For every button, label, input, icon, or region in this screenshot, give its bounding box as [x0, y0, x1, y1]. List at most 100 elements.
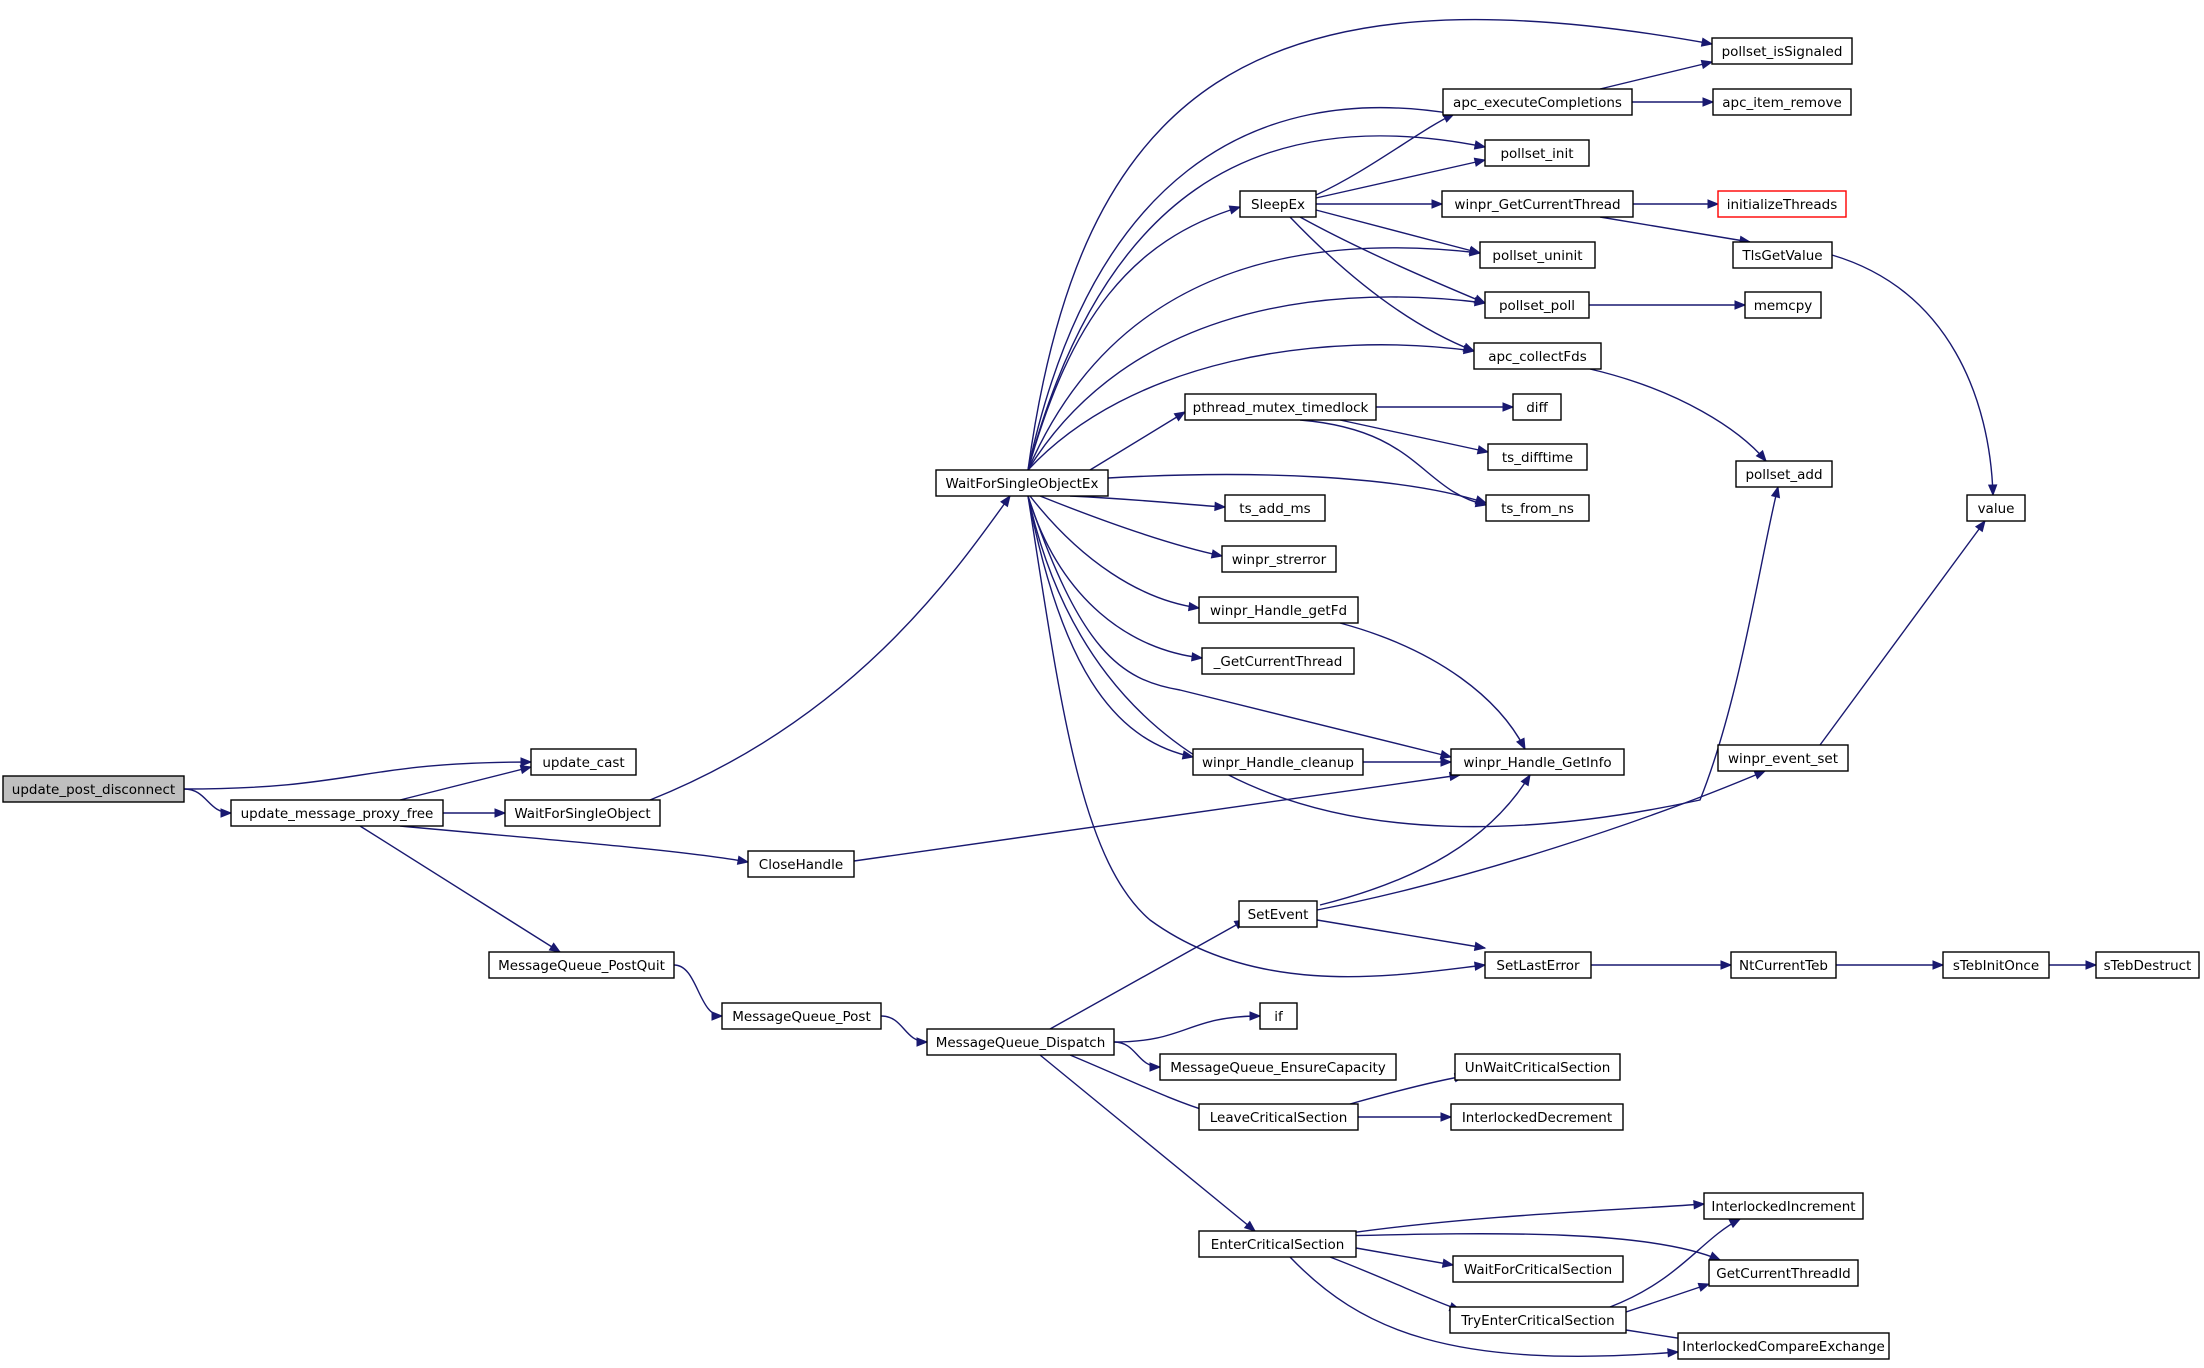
- call-edge-wait-for-single-object-ex-to-winpr-handle-get-info: [1027, 495, 1453, 760]
- node-wait-for-single-object[interactable]: WaitForSingleObject: [504, 799, 661, 827]
- node-s-teb-init-once[interactable]: sTebInitOnce: [1942, 951, 2050, 979]
- node-pollset-is-signaled[interactable]: pollset_isSignaled: [1711, 37, 1853, 65]
- call-edge-update-message-proxy-free-to-wait-for-single-object: [443, 808, 507, 818]
- node-winpr-event-set[interactable]: winpr_event_set: [1717, 744, 1849, 772]
- call-edge-leave-critical-section-to-interlocked-decrement: [1358, 1112, 1453, 1122]
- call-edge-wait-for-single-object-ex-to-pollset-is-signaled: [1027, 18, 1714, 471]
- call-edge-enter-critical-section-to-interlocked-compare-exchange: [1289, 1256, 1680, 1358]
- call-edge-pollset-poll-to-memcpy: [1589, 300, 1747, 310]
- node-set-event[interactable]: SetEvent: [1238, 900, 1318, 928]
- node-get-current-thread-id[interactable]: GetCurrentThreadId: [1708, 1259, 1859, 1287]
- node-label: NtCurrentTeb: [1739, 958, 1828, 974]
- call-edge-message-queue-post-to-message-queue-dispatch: [880, 1015, 929, 1047]
- call-edge-message-queue-dispatch-to-if: [1113, 1011, 1262, 1043]
- call-edge-wait-for-single-object-ex-to-pthread-mutex-timedlock: [1089, 411, 1187, 471]
- node-label: ts_add_ms: [1239, 501, 1310, 517]
- call-edge-tls-get-value-to-value: [1831, 254, 1998, 497]
- node-label: SetLastError: [1496, 958, 1580, 974]
- call-edge-set-last-error-to-nt-current-teb: [1591, 960, 1733, 970]
- node-interlocked-decrement[interactable]: InterlockedDecrement: [1450, 1103, 1624, 1131]
- node-diff[interactable]: diff: [1512, 393, 1562, 421]
- call-edge-winpr-handle-get-fd-to-winpr-handle-get-info: [1339, 622, 1526, 751]
- node-label: MessageQueue_PostQuit: [498, 958, 665, 974]
- call-edge-close-handle-to-winpr-handle-get-info: [853, 771, 1462, 862]
- node-pollset-add[interactable]: pollset_add: [1735, 460, 1833, 488]
- call-edge-sleep-ex-to-pollset-poll: [1299, 216, 1487, 304]
- call-edge-winpr-handle-cleanup-to-winpr-handle-get-info: [1363, 757, 1453, 767]
- call-edge-winpr-get-current-thread-to-initialize-threads: [1633, 199, 1720, 209]
- call-edge-update-message-proxy-free-to-update-cast: [399, 764, 533, 801]
- node-ts-difftime[interactable]: ts_difftime: [1487, 443, 1588, 471]
- node-ts-add-ms[interactable]: ts_add_ms: [1224, 494, 1326, 522]
- node-label: winpr_strerror: [1232, 552, 1327, 568]
- node-label: UnWaitCriticalSection: [1465, 1060, 1611, 1076]
- node-interlocked-increment[interactable]: InterlockedIncrement: [1703, 1192, 1864, 1220]
- call-edge-try-enter-critical-section-to-get-current-thread-id: [1625, 1282, 1711, 1313]
- node-label: apc_item_remove: [1722, 95, 1842, 111]
- node-wait-for-single-object-ex[interactable]: WaitForSingleObjectEx: [935, 469, 1109, 497]
- node-label: sTebDestruct: [2104, 958, 2192, 974]
- node-apc-collect-fds[interactable]: apc_collectFds: [1473, 342, 1602, 370]
- node-label: WaitForSingleObjectEx: [946, 476, 1099, 492]
- node-ts-from-ns[interactable]: ts_from_ns: [1485, 494, 1590, 522]
- node-label: TlsGetValue: [1741, 248, 1822, 264]
- node-pthread-mutex-timedlock[interactable]: pthread_mutex_timedlock: [1184, 393, 1377, 421]
- node-pollset-poll[interactable]: pollset_poll: [1484, 291, 1590, 319]
- node-memcpy[interactable]: memcpy: [1744, 291, 1822, 319]
- node-close-handle[interactable]: CloseHandle: [747, 850, 855, 878]
- node-nt-current-teb[interactable]: NtCurrentTeb: [1730, 951, 1837, 979]
- call-edge-wait-for-single-object-ex-to-winpr-handle-cleanup: [1027, 495, 1195, 760]
- call-edge-wait-for-single-object-ex-to-sleep-ex: [1027, 205, 1242, 471]
- node-message-queue-post-quit[interactable]: MessageQueue_PostQuit: [488, 951, 675, 979]
- node-if[interactable]: if: [1259, 1002, 1298, 1030]
- node-wait-for-critical-section[interactable]: WaitForCriticalSection: [1452, 1255, 1624, 1283]
- node-interlocked-compare-exchange[interactable]: InterlockedCompareExchange: [1677, 1332, 1890, 1360]
- call-edge-sleep-ex-to-winpr-get-current-thread: [1316, 199, 1444, 209]
- node-winpr-handle-get-info[interactable]: winpr_Handle_GetInfo: [1450, 748, 1625, 776]
- node-label: pollset_init: [1500, 146, 1573, 162]
- node-winpr-handle-get-fd[interactable]: winpr_Handle_getFd: [1198, 596, 1359, 624]
- call-edge-wait-for-single-object-ex-to-ts-add-ms: [1069, 495, 1227, 512]
- node-s-teb-destruct[interactable]: sTebDestruct: [2095, 951, 2200, 979]
- node-message-queue-ensure-capacity[interactable]: MessageQueue_EnsureCapacity: [1159, 1053, 1397, 1081]
- node-label: MessageQueue_Post: [732, 1009, 871, 1025]
- call-edge-wait-for-single-object-ex-to-get-current-thread: [1027, 495, 1204, 662]
- node-message-queue-dispatch[interactable]: MessageQueue_Dispatch: [926, 1028, 1115, 1056]
- node-winpr-handle-cleanup[interactable]: winpr_Handle_cleanup: [1192, 748, 1364, 776]
- node-value[interactable]: value: [1966, 494, 2026, 522]
- node-enter-critical-section[interactable]: EnterCriticalSection: [1198, 1230, 1357, 1258]
- node-label: SetEvent: [1248, 907, 1309, 923]
- node-apc-execute-completions[interactable]: apc_executeCompletions: [1442, 88, 1633, 116]
- node-get-current-thread[interactable]: _GetCurrentThread: [1201, 647, 1355, 675]
- call-edge-s-teb-init-once-to-s-teb-destruct: [2049, 960, 2098, 970]
- node-initialize-threads[interactable]: initializeThreads: [1717, 190, 1847, 218]
- node-pollset-uninit[interactable]: pollset_uninit: [1479, 241, 1596, 269]
- node-label: WaitForCriticalSection: [1464, 1262, 1612, 1278]
- call-edge-wait-for-single-object-ex-to-set-last-error: [1027, 495, 1487, 978]
- node-un-wait-critical-section[interactable]: UnWaitCriticalSection: [1454, 1053, 1621, 1081]
- call-edge-update-post-disconnect-to-update-message-proxy-free: [183, 788, 233, 818]
- node-winpr-get-current-thread[interactable]: winpr_GetCurrentThread: [1441, 190, 1634, 218]
- node-label: update_cast: [542, 755, 624, 771]
- node-label: InterlockedCompareExchange: [1682, 1339, 1885, 1355]
- node-leave-critical-section[interactable]: LeaveCriticalSection: [1198, 1103, 1359, 1131]
- call-edge-enter-critical-section-to-try-enter-critical-section: [1329, 1256, 1462, 1312]
- node-try-enter-critical-section[interactable]: TryEnterCriticalSection: [1449, 1306, 1627, 1334]
- node-message-queue-post[interactable]: MessageQueue_Post: [721, 1002, 882, 1030]
- node-apc-item-remove[interactable]: apc_item_remove: [1712, 88, 1852, 116]
- node-pollset-init[interactable]: pollset_init: [1484, 139, 1590, 167]
- node-update-post-disconnect[interactable]: update_post_disconnect: [2, 775, 185, 803]
- node-set-last-error[interactable]: SetLastError: [1484, 951, 1592, 979]
- node-label: ts_difftime: [1502, 450, 1573, 466]
- node-winpr-strerror[interactable]: winpr_strerror: [1221, 545, 1337, 573]
- node-update-message-proxy-free[interactable]: update_message_proxy_free: [230, 799, 444, 827]
- call-edge-wait-for-single-object-to-wait-for-single-object-ex: [649, 494, 1011, 801]
- node-label: winpr_GetCurrentThread: [1454, 197, 1620, 213]
- call-edge-pthread-mutex-timedlock-to-ts-from-ns: [1299, 419, 1488, 508]
- call-edge-sleep-ex-to-pollset-uninit: [1315, 209, 1482, 255]
- node-sleep-ex[interactable]: SleepEx: [1239, 190, 1317, 218]
- node-update-cast[interactable]: update_cast: [530, 748, 637, 776]
- node-tls-get-value[interactable]: TlsGetValue: [1732, 241, 1833, 269]
- node-label: pollset_isSignaled: [1722, 44, 1843, 60]
